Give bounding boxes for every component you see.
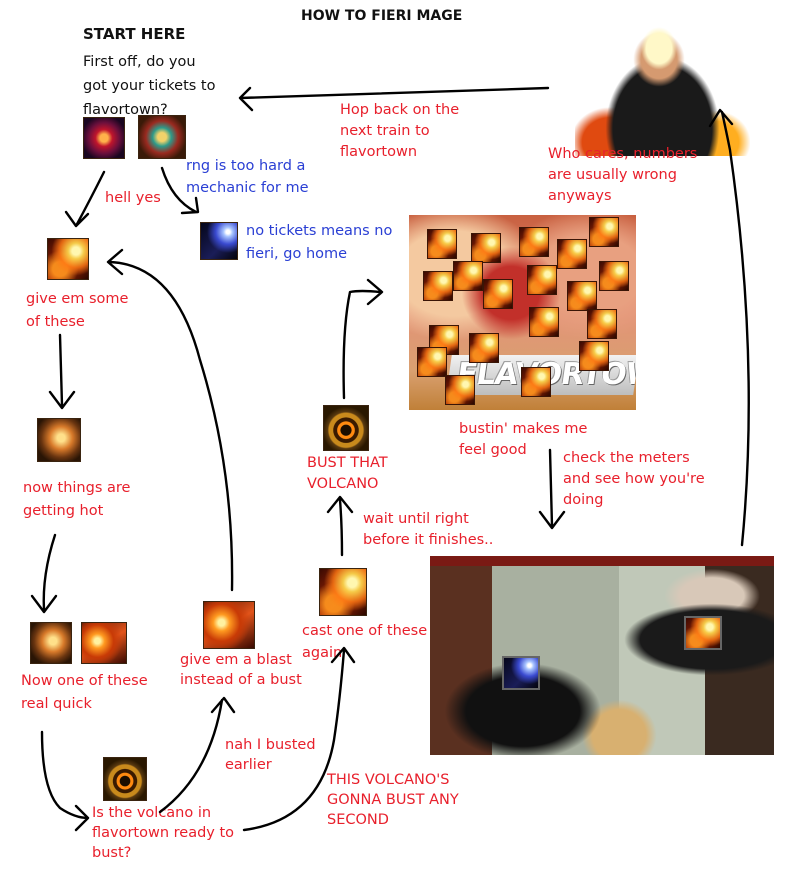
arrow-volcano-to-blast	[158, 696, 236, 814]
chef-photo-image	[575, 18, 750, 156]
pyroblast-icon	[81, 622, 127, 664]
this-volcano-label: THIS VOLCANO'S GONNA BUST ANY SECOND	[327, 772, 459, 828]
arrow-hell-yes	[64, 170, 106, 228]
start-question: First off, do you got your tickets to fl…	[83, 54, 216, 118]
page-title: HOW TO FIERI MAGE	[301, 8, 463, 24]
arrow-blast-to-fireball	[106, 248, 234, 592]
arrow-diner-to-chef	[708, 108, 750, 547]
fireball-icon-2	[319, 568, 367, 616]
fireball-overlay-icon	[684, 616, 722, 650]
bust-volcano-label: BUST THAT VOLCANO	[307, 455, 388, 492]
gear-book-icon	[138, 115, 186, 159]
who-cares-label: Who cares, numbers are usually wrong any…	[548, 146, 698, 204]
now-one-label: Now one of these real quick	[21, 673, 148, 712]
diner-photo-image	[430, 556, 774, 755]
fireball-icon	[47, 238, 89, 280]
hot-streak-icon-2	[30, 622, 72, 664]
volcano-seal-icon	[103, 757, 147, 801]
arrow-bust-to-collage	[342, 278, 384, 400]
arrow-cast-to-bust	[326, 495, 354, 557]
no-tickets-label: no tickets means no fieri, go home	[246, 223, 393, 262]
arrow-to-start	[238, 86, 550, 112]
nah-busted-label: nah I busted earlier	[225, 737, 316, 773]
check-meters-label: check the meters and see how you're doin…	[563, 450, 705, 508]
cast-one-label: cast one of these again	[302, 623, 428, 661]
give-em-some-label: give em some of these	[26, 291, 129, 330]
volcano-seal-icon-2	[323, 405, 369, 451]
red-book-icon	[83, 117, 125, 159]
arrow-volcano-to-cast	[242, 646, 356, 832]
rng-label: rng is too hard a mechanic for me	[186, 158, 309, 196]
flavortown-collage-image: FLAVORTOWN	[409, 215, 636, 410]
arrow-collage-to-diner	[538, 448, 566, 530]
arrow-now-to-volcano	[40, 730, 90, 832]
getting-hot-label: now things are getting hot	[23, 480, 131, 519]
hop-back-label: Hop back on the next train to flavortown	[340, 102, 460, 160]
wait-until-label: wait until right before it finishes..	[363, 511, 494, 548]
arrow-hot-to-now	[30, 533, 58, 614]
give-blast-label: give em a blast instead of a bust	[180, 652, 302, 688]
arrow-some-to-hot	[48, 333, 76, 410]
arcane-shard-icon	[200, 222, 238, 260]
hell-yes-label: hell yes	[105, 190, 161, 206]
volcano-ready-label: Is the volcano in flavortown ready to bu…	[92, 805, 235, 861]
arrow-rng	[160, 166, 200, 215]
fire-blast-icon	[203, 601, 255, 649]
start-heading: START HERE	[83, 25, 186, 43]
arcane-overlay-icon	[502, 656, 540, 690]
hot-streak-icon	[37, 418, 81, 462]
bustin-label: bustin' makes me feel good	[459, 421, 588, 458]
